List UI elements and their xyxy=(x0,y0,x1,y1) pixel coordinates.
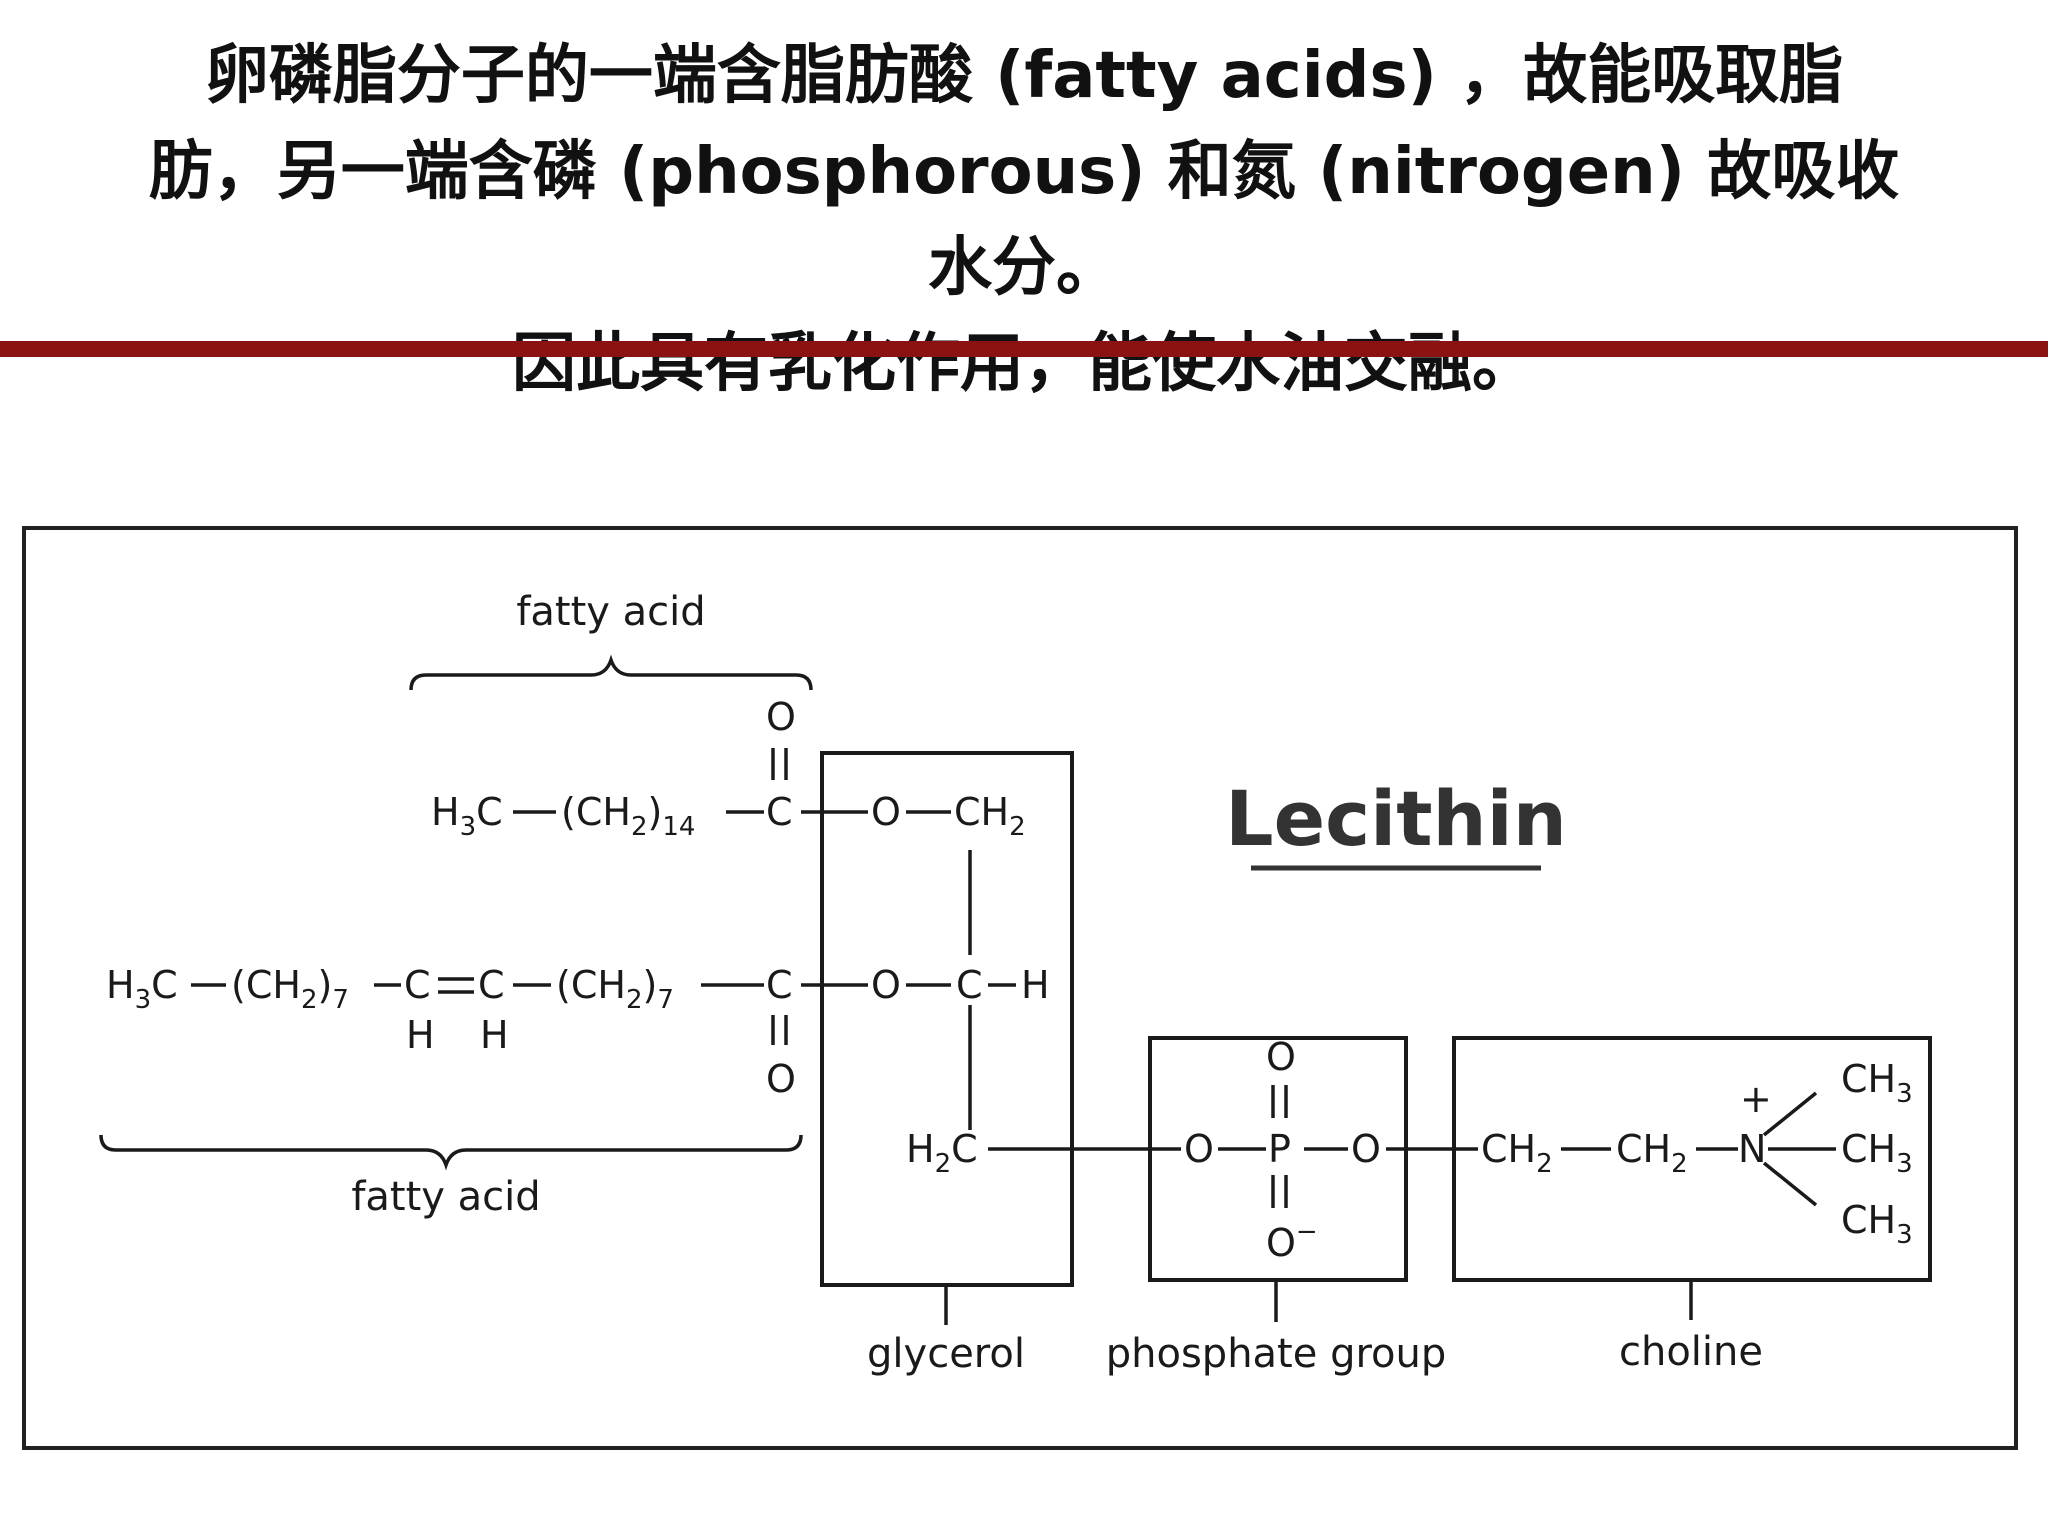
fatty-acid-label-top: fatty acid xyxy=(516,589,705,635)
quaternary-nitrogen: N xyxy=(1738,1127,1766,1171)
glycerol-box xyxy=(820,751,1074,1287)
lecithin-structure-diagram: fatty acid fatty acid Lecithin glycerol … xyxy=(99,589,1932,1377)
fatty-acid-chain-2: H3C (CH2)7 C H C H (CH2)7 C O O C H xyxy=(106,963,1050,1101)
phosphorus-atom: P xyxy=(1268,1127,1291,1171)
ester-oxygen-2: O xyxy=(871,963,901,1007)
svg-text:CH3: CH3 xyxy=(1841,1198,1913,1250)
svg-text:CH3: CH3 xyxy=(1841,1057,1913,1109)
phosphate-oxygen-double: O xyxy=(1266,1035,1296,1079)
svg-text:H3C: H3C xyxy=(106,963,178,1015)
svg-text:H: H xyxy=(406,1013,435,1057)
carbonyl-oxygen-2: O xyxy=(766,1057,796,1101)
svg-text:CH3: CH3 xyxy=(1841,1127,1913,1179)
fatty-acid-chain-1: H3C (CH2)14 C O O CH2 xyxy=(431,695,1026,842)
phosphocholine-chain: H2C O P O O− O CH2 CH2 N + CH3 CH3 CH3 xyxy=(906,1035,1913,1265)
phosphate-oxygen-left: O xyxy=(1184,1127,1214,1171)
svg-text:(CH2)7: (CH2)7 xyxy=(231,963,349,1015)
phosphate-oxygen-right: O xyxy=(1351,1127,1381,1171)
phosphate-group-box xyxy=(1148,1036,1408,1282)
svg-text:H3C: H3C xyxy=(431,790,503,842)
carbonyl-oxygen-1: O xyxy=(766,695,796,739)
svg-text:C: C xyxy=(404,963,431,1007)
svg-text:H: H xyxy=(480,1013,509,1057)
nitrogen-positive-charge: + xyxy=(1740,1077,1772,1121)
carbonyl-carbon-2: C xyxy=(766,963,793,1007)
title-line-2: 肪，另一端含磷 (phosphorous) 和氮 (nitrogen) 故吸收 xyxy=(148,135,1900,209)
title-line-4: 因此具有乳化作用，能使水油交融。 xyxy=(512,327,1536,401)
lecithin-structure-figure: fatty acid fatty acid Lecithin glycerol … xyxy=(22,526,2018,1450)
ester-oxygen-1: O xyxy=(871,790,901,834)
svg-text:H2C: H2C xyxy=(906,1127,978,1179)
choline-label: choline xyxy=(1619,1329,1763,1375)
fatty-acid-brace-bottom xyxy=(99,1134,803,1171)
title-divider-rule xyxy=(0,341,2048,357)
fatty-acid-brace-top xyxy=(409,654,813,691)
glycerol-label: glycerol xyxy=(867,1331,1025,1377)
svg-text:CH2: CH2 xyxy=(954,790,1026,842)
phosphate-oxygen-anion: O− xyxy=(1266,1217,1318,1265)
phosphate-group-label: phosphate group xyxy=(1106,1331,1447,1377)
title-line-1: 卵磷脂分子的一端含脂肪酸 (fatty acids) ，故能吸取脂 xyxy=(204,39,1844,113)
slide-title: 卵磷脂分子的一端含脂肪酸 (fatty acids) ，故能吸取脂 肪，另一端含… xyxy=(20,28,2028,412)
svg-text:C: C xyxy=(956,963,983,1007)
lecithin-heading: Lecithin xyxy=(1225,774,1567,863)
svg-text:C: C xyxy=(478,963,505,1007)
svg-text:H: H xyxy=(1021,963,1050,1007)
svg-text:(CH2)14: (CH2)14 xyxy=(561,790,695,842)
svg-text:CH2: CH2 xyxy=(1616,1127,1688,1179)
carbonyl-carbon-1: C xyxy=(766,790,793,834)
svg-text:CH2: CH2 xyxy=(1481,1127,1553,1179)
title-line-3: 水分。 xyxy=(928,231,1120,305)
svg-text:(CH2)7: (CH2)7 xyxy=(556,963,674,1015)
fatty-acid-label-bottom: fatty acid xyxy=(351,1174,540,1220)
